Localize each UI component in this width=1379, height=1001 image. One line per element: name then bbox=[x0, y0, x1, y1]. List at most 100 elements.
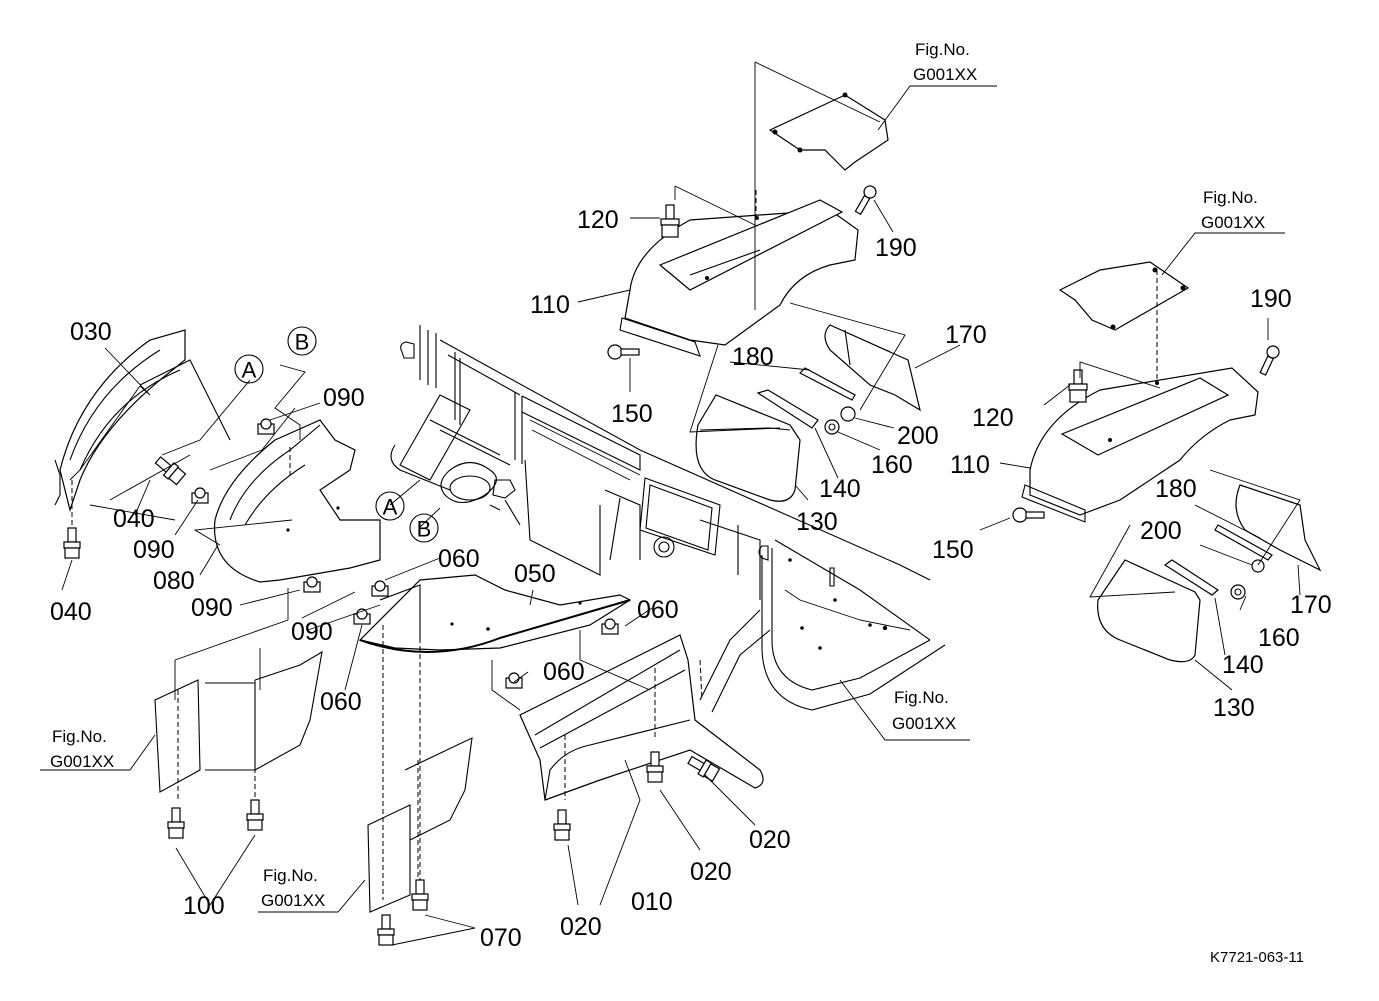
reference-marker-a-center: A bbox=[375, 491, 405, 521]
svg-text:A: A bbox=[383, 495, 398, 520]
callout-070: 070 bbox=[480, 924, 522, 952]
strip-140-left bbox=[756, 389, 819, 429]
cover-plate-top bbox=[768, 92, 889, 171]
callout-060: 060 bbox=[637, 596, 679, 624]
cover-plate-right bbox=[1058, 261, 1190, 385]
callout-040: 040 bbox=[113, 505, 155, 533]
callout-020: 020 bbox=[690, 858, 732, 886]
screw-190-right bbox=[1259, 345, 1280, 376]
nut-160-left bbox=[824, 419, 840, 435]
figure-ref-center-bracket: Fig.No. G001XX bbox=[261, 866, 325, 910]
reference-marker-a-left: A bbox=[234, 354, 264, 384]
callout-200: 200 bbox=[897, 422, 939, 450]
svg-text:B: B bbox=[417, 517, 432, 542]
bolt-120-right bbox=[1068, 369, 1088, 403]
lower-center-bracket bbox=[367, 737, 473, 913]
callout-180: 180 bbox=[1155, 475, 1197, 503]
callout-110: 110 bbox=[950, 451, 990, 479]
callout-100: 100 bbox=[183, 892, 225, 920]
callout-130: 130 bbox=[1213, 694, 1255, 722]
reference-marker-b-left: B bbox=[287, 326, 317, 356]
callout-050: 050 bbox=[514, 560, 556, 588]
strip-180-right bbox=[1214, 524, 1273, 561]
callout-110: 110 bbox=[530, 291, 570, 319]
central-frame bbox=[390, 325, 931, 600]
rear-fender-110-right bbox=[1021, 367, 1259, 523]
svg-text:Fig.No.: Fig.No. bbox=[263, 866, 318, 885]
callout-150: 150 bbox=[932, 536, 974, 564]
svg-text:G001XX: G001XX bbox=[913, 65, 977, 84]
floor-step-panel bbox=[758, 539, 946, 711]
figure-ref-left-bracket: Fig.No. G001XX bbox=[50, 727, 114, 771]
callout-090: 090 bbox=[191, 594, 233, 622]
part-callouts: 010 020 020 020 020 030 040 040 050 060 … bbox=[50, 206, 1332, 952]
reference-marker-b-center: B bbox=[409, 513, 439, 543]
callout-160: 160 bbox=[871, 451, 913, 479]
svg-text:G001XX: G001XX bbox=[892, 714, 956, 733]
nut-200-right bbox=[1251, 559, 1265, 573]
callout-010: 010 bbox=[631, 888, 673, 916]
figure-ref-floor: Fig.No. G001XX bbox=[892, 688, 956, 733]
svg-text:B: B bbox=[295, 330, 310, 355]
mudflap-130-left bbox=[695, 394, 801, 502]
callout-020: 020 bbox=[560, 913, 602, 941]
callout-060: 060 bbox=[543, 658, 585, 686]
strip-180-left bbox=[798, 367, 856, 401]
nut-160-right bbox=[1230, 584, 1246, 600]
callout-150: 150 bbox=[611, 400, 653, 428]
bolts-070 bbox=[377, 879, 429, 946]
document-id: K7721-063-11 bbox=[1210, 949, 1304, 966]
lower-left-bracket bbox=[154, 650, 323, 800]
figure-ref-top: Fig.No. G001XX bbox=[913, 40, 977, 84]
figure-ref-right: Fig.No. G001XX bbox=[1201, 188, 1265, 232]
svg-text:Fig.No.: Fig.No. bbox=[1203, 188, 1258, 207]
callout-180: 180 bbox=[732, 343, 774, 371]
callout-080: 080 bbox=[153, 567, 195, 595]
callout-130: 130 bbox=[796, 508, 838, 536]
bolt-150-left bbox=[607, 344, 640, 360]
screw-190-left bbox=[854, 185, 877, 216]
callout-160: 160 bbox=[1258, 624, 1300, 652]
guard-170-left bbox=[824, 324, 921, 412]
callout-090: 090 bbox=[133, 536, 175, 564]
svg-text:Fig.No.: Fig.No. bbox=[915, 40, 970, 59]
callout-120: 120 bbox=[972, 404, 1014, 432]
callout-120: 120 bbox=[577, 206, 619, 234]
bolt-150-right bbox=[1012, 507, 1045, 523]
mudflap-130-right bbox=[1097, 559, 1201, 663]
part-080-step-cover bbox=[213, 419, 381, 583]
bolts-020 bbox=[553, 751, 721, 841]
callout-140: 140 bbox=[819, 475, 861, 503]
clip-nuts-090 bbox=[191, 418, 321, 593]
callout-190: 190 bbox=[1250, 285, 1292, 313]
callout-140: 140 bbox=[1222, 651, 1264, 679]
callout-170: 170 bbox=[945, 321, 987, 349]
callout-090: 090 bbox=[323, 384, 365, 412]
svg-text:G001XX: G001XX bbox=[50, 752, 114, 771]
callout-170: 170 bbox=[1290, 591, 1332, 619]
callout-020: 020 bbox=[749, 826, 791, 854]
svg-text:A: A bbox=[242, 358, 257, 383]
callout-200: 200 bbox=[1140, 517, 1182, 545]
svg-text:G001XX: G001XX bbox=[1201, 213, 1265, 232]
callout-190: 190 bbox=[875, 234, 917, 262]
part-030-front-cover bbox=[54, 329, 231, 530]
svg-text:Fig.No.: Fig.No. bbox=[52, 727, 107, 746]
bolt-120-left bbox=[660, 204, 680, 238]
strip-140-right bbox=[1163, 559, 1220, 596]
bolts-040 bbox=[63, 456, 187, 559]
callout-060: 060 bbox=[320, 688, 362, 716]
leader-lines bbox=[40, 61, 1301, 946]
rear-fender-110-left bbox=[619, 190, 859, 357]
callout-090: 090 bbox=[291, 618, 333, 646]
part-050-floor-panel bbox=[358, 574, 632, 900]
guard-170-right bbox=[1235, 484, 1322, 572]
svg-text:G001XX: G001XX bbox=[261, 891, 325, 910]
svg-text:Fig.No.: Fig.No. bbox=[894, 688, 949, 707]
callout-040: 040 bbox=[50, 598, 92, 626]
callout-060: 060 bbox=[438, 545, 480, 573]
callout-030: 030 bbox=[70, 318, 112, 346]
part-010-front-fender bbox=[519, 609, 771, 801]
nut-200-left bbox=[840, 406, 856, 422]
